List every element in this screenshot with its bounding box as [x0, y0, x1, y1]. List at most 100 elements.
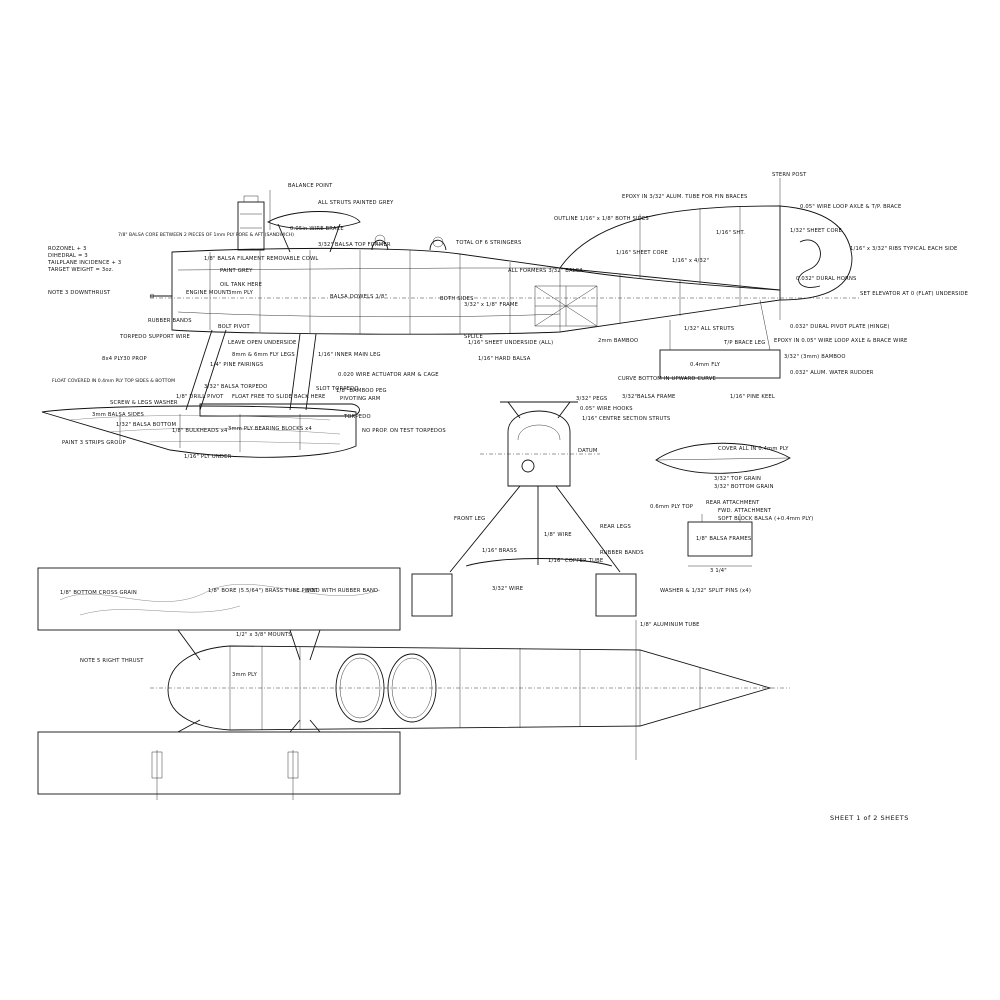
label-bottom-cross-grain: 1/8" BOTTOM CROSS GRAIN — [60, 590, 137, 596]
plan-fuselage — [167, 645, 772, 731]
label-balsa-frame: 3/32"BALSA FRAME — [622, 394, 676, 400]
upper-wing-section — [267, 211, 361, 230]
label-torpedo: TORPEDO — [343, 414, 371, 420]
label-3mm-ply-mount: 3mm PLY — [228, 290, 254, 296]
label-rubber-bands-front: RUBBER BANDS — [600, 550, 644, 556]
cockpit-pilot-rear — [429, 239, 447, 251]
label-wire-hooks: 0.05" WIRE HOOKS — [580, 406, 633, 412]
label-centre-struts: 1/16" CENTRE SECTION STRUTS — [582, 416, 670, 422]
label-pegs: 3/32" PEGS — [576, 396, 607, 402]
label-bind-rubber: BIND WITH RUBBER BAND — [306, 588, 378, 594]
label-washer-pins: WASHER & 1/32" SPLIT PINS (x4) — [660, 588, 751, 594]
label-inner-main-leg: 1/16" INNER MAIN LEG — [318, 352, 381, 358]
label-rubber-bands-side: RUBBER BANDS — [148, 318, 192, 324]
label-struts-painted: ALL STRUTS PAINTED GREY — [318, 200, 394, 206]
label-set-elevator: SET ELEVATOR AT 0 (FLAT) UNDERSIDE — [860, 291, 968, 297]
label-splice: SPLICE — [464, 334, 483, 340]
label-oil-tank: OIL TANK HERE — [220, 282, 262, 288]
label-sheet-core-32: 1/32" SHEET CORE — [790, 228, 842, 234]
sheet-caption: SHEET 1 of 2 SHEETS — [830, 814, 909, 822]
label-rozonel: ROZONEL + 3 — [48, 246, 87, 252]
label-bolt-pivot: BOLT PIVOT — [218, 324, 251, 330]
label-aluminum-tube: 1/8" ALUMINUM TUBE — [640, 622, 700, 628]
label-wire-3-32: 3/32" WIRE — [492, 586, 523, 592]
label-stern-post: STERN POST — [772, 172, 807, 178]
label-balsa-frames: 1/8" BALSA FRAMES — [696, 536, 751, 542]
label-rear-attachment: REAR ATTACHMENT — [706, 500, 760, 506]
label-paint-strips: PAINT 3 STRIPS GROUP — [62, 440, 126, 446]
label-3mm-bamboo: 3/32" (3mm) BAMBOO — [784, 354, 846, 360]
label-rear-legs: REAR LEGS — [600, 524, 631, 530]
label-16x4-32: 1/16" x 4/32" — [672, 258, 709, 264]
side-view: BALANCE POINT ALL STRUTS PAINTED GREY 0.… — [41, 172, 968, 460]
label-balsa-dowels: BALSA DOWELS 1/8" — [330, 294, 387, 300]
label-front-leg: FRONT LEG — [454, 516, 485, 522]
label-soft-block: SOFT BLOCK BALSA (+0.4mm PLY) — [718, 516, 813, 522]
label-prop: 8x4 PLY30 PROP — [102, 356, 147, 362]
torpedo — [199, 403, 360, 417]
label-copper-tube: 1/16" COPPER TUBE — [548, 558, 603, 564]
label-dural-pivot: 0.032" DURAL PIVOT PLATE (HINGE) — [790, 324, 890, 330]
label-2mm-bamboo: 2mm BAMBOO — [598, 338, 638, 344]
rudder-number — [798, 239, 821, 288]
label-plan-3mm-ply: 3mm PLY — [232, 672, 258, 678]
label-balsa-sides: 3mm BALSA SIDES — [92, 412, 144, 418]
front-view-float-right — [595, 573, 637, 617]
label-mounts: 1/2" x 3/8" MOUNTS — [236, 632, 292, 638]
tail-float — [659, 349, 781, 379]
label-datum: DATUM — [578, 448, 598, 454]
label-epoxy-fin: EPOXY IN 3/32" ALUM. TUBE FOR FIN BRACES — [622, 194, 747, 200]
plan-cockpit-rear — [387, 653, 437, 723]
label-stringers: TOTAL OF 6 STRINGERS — [455, 240, 521, 246]
plan-float-upper — [37, 567, 401, 631]
label-brass-tube-pivot: 1/8" BORE (5.5/64") BRASS TUBE PIVOT — [208, 588, 319, 594]
label-actuator-arm: 0.020 WIRE ACTUATOR ARM & CAGE — [338, 372, 439, 378]
label-outline: OUTLINE 1/16" x 1/8" BOTH SIDES — [554, 216, 649, 222]
label-top-grain: 3/32" TOP GRAIN — [714, 476, 761, 482]
label-slot-torpedo: SLOT TORPEDO — [316, 386, 359, 392]
label-screw-washer: SCREW & LEGS WASHER — [110, 400, 178, 406]
label-sheet-underside: 1/16" SHEET UNDERSIDE (ALL) — [468, 340, 553, 346]
label-wire-18: 1/8" WIRE — [544, 532, 572, 538]
label-right-thrust: NOTE 5 RIGHT THRUST — [80, 658, 144, 664]
label-tp-brace-leg: T/P BRACE LEG — [723, 340, 765, 346]
label-bulkheads: 1/8" BULKHEADS x4 — [172, 428, 228, 434]
label-cover-ply: COVER ALL IN 0.4mm PLY — [718, 446, 789, 452]
label-float-free: FLOAT FREE TO SLIDE BACK HERE — [232, 394, 326, 400]
label-engine-mount: ENGINE MOUNT — [186, 290, 230, 296]
label-ribs: 1/16" x 3/32" RIBS TYPICAL EACH SIDE — [850, 246, 958, 252]
label-removable-cowl: 1/8" BALSA FILAMENT REMOVABLE COWL — [204, 256, 319, 262]
float-side — [41, 405, 357, 458]
label-all-struts: 1/32" ALL STRUTS — [684, 326, 734, 332]
label-pine-fairings: 1/4" PINE FAIRINGS — [210, 362, 263, 368]
plan-float-lower — [37, 731, 401, 795]
label-leave-open: LEAVE OPEN UNDERSIDE — [228, 340, 297, 346]
label-all-formers: ALL FORMERS 3/32" BALSA — [508, 268, 583, 274]
label-top-former: 3/32" BALSA TOP FORMER — [318, 242, 391, 248]
torpedo-detail: COVER ALL IN 0.4mm PLY 3/32" TOP GRAIN 3… — [655, 442, 791, 490]
rudder-trailing — [779, 205, 853, 301]
cockpit-pilot-front — [371, 239, 389, 251]
label-drill-pivot: 1/8" DRILL PIVOT — [176, 394, 224, 400]
label-water-rudder: 0.032" ALUM. WATER RUDDER — [790, 370, 874, 376]
label-balsa-bottom: 1/32" BALSA BOTTOM — [116, 422, 176, 428]
label-balsa-core-sandwich: 7/8" BALSA CORE BETWEEN 2 PIECES OF 1mm … — [118, 232, 294, 238]
label-3-1-4: 3 1/4" — [710, 568, 727, 574]
label-dihedral: DIHEDRAL = 3 — [48, 253, 88, 259]
label-dural-horns: 0.032" DURAL HORNS — [796, 276, 857, 282]
label-bamboo-peg: 1/8" BAMBOO PEG — [336, 388, 387, 394]
plan-view: 1/8" BOTTOM CROSS GRAIN 1/8" BORE (5.5/6… — [37, 567, 790, 800]
engine-cowl — [237, 201, 265, 251]
label-balsa-torpedo: 3/32" BALSA TORPEDO — [204, 384, 267, 390]
label-ply-top: 0.6mm PLY TOP — [650, 504, 693, 510]
label-wire-brace: 0.05in WIRE BRACE — [290, 226, 344, 232]
label-torpedo-support: TORPEDO SUPPORT WIRE — [119, 334, 190, 340]
label-pine-keel: 1/16" PINE KEEL — [730, 394, 775, 400]
float-section: REAR ATTACHMENT 0.6mm PLY TOP FWD. ATTAC… — [650, 500, 813, 594]
label-paint-grey: PAINT GREY — [220, 268, 253, 274]
label-no-prop: NO PROP. ON TEST TORPEDOS — [362, 428, 446, 434]
label-balance-point: BALANCE POINT — [288, 183, 333, 189]
label-target-weight: TARGET WEIGHT = 3oz. — [47, 267, 114, 273]
float-section-box — [687, 521, 753, 557]
